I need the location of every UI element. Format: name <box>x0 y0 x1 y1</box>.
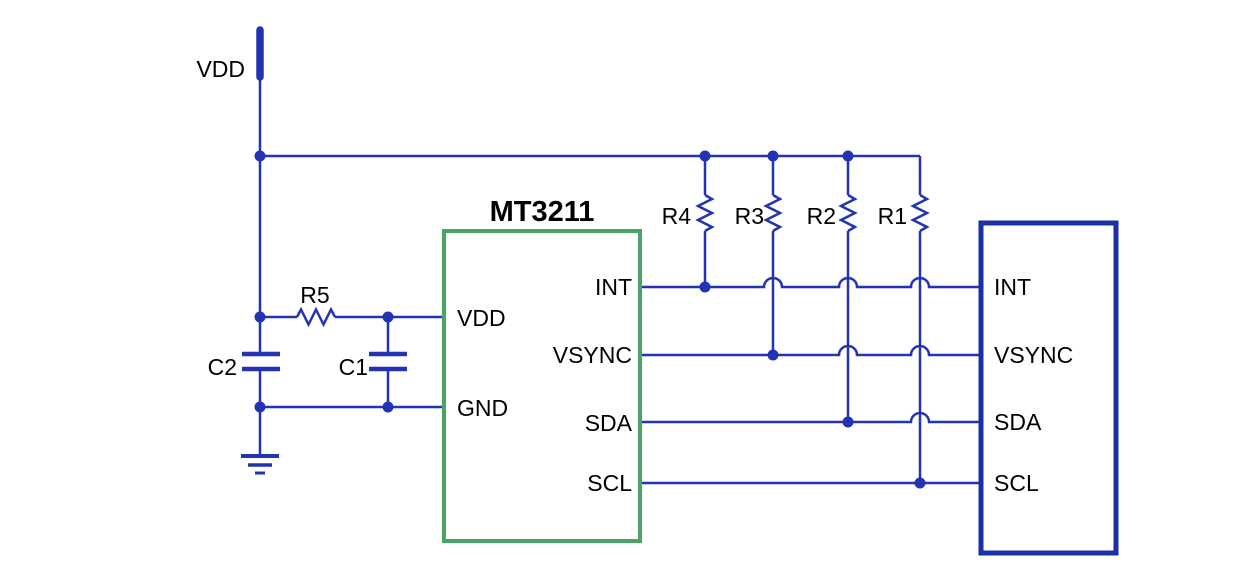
chip-body <box>442 229 642 543</box>
capacitor-c2 <box>242 351 280 372</box>
resistor-r2 <box>838 156 858 422</box>
capacitor-c1 <box>369 317 407 407</box>
capacitor-c2-label: C2 <box>208 354 237 380</box>
capacitor-c1-label: C1 <box>339 354 368 380</box>
junction-dots <box>254 150 926 489</box>
resistor-r1-label: R1 <box>878 203 907 229</box>
vdd-rail-label: VDD <box>196 56 245 82</box>
chip-pin-gnd: GND <box>457 395 508 421</box>
chip-pin-sda: SDA <box>585 410 633 436</box>
chip-pin-vdd: VDD <box>457 305 506 331</box>
host-pin-vsync: VSYNC <box>994 342 1073 368</box>
resistor-r4 <box>695 156 715 287</box>
resistor-r5 <box>260 306 444 328</box>
host-pin-sda: SDA <box>994 409 1042 435</box>
resistor-r4-label: R4 <box>662 203 692 229</box>
vsync-signal-wire <box>640 344 981 357</box>
chip-pin-int: INT <box>595 274 632 300</box>
host-body <box>978 220 1119 556</box>
chip-pin-vsync: VSYNC <box>553 342 632 368</box>
chip-title: MT3211 <box>490 196 595 228</box>
host-pin-int: INT <box>994 274 1031 300</box>
chip-pin-scl: SCL <box>587 470 632 496</box>
resistor-r3 <box>763 156 783 355</box>
resistor-r1 <box>910 156 930 483</box>
host-pin-scl: SCL <box>994 470 1039 496</box>
sda-signal-wire <box>640 411 981 424</box>
ground-symbol <box>241 407 279 475</box>
resistor-r5-label: R5 <box>300 282 329 308</box>
resistor-r3-label: R3 <box>735 203 764 229</box>
resistor-r2-label: R2 <box>807 203 836 229</box>
int-signal-wire <box>640 276 981 289</box>
